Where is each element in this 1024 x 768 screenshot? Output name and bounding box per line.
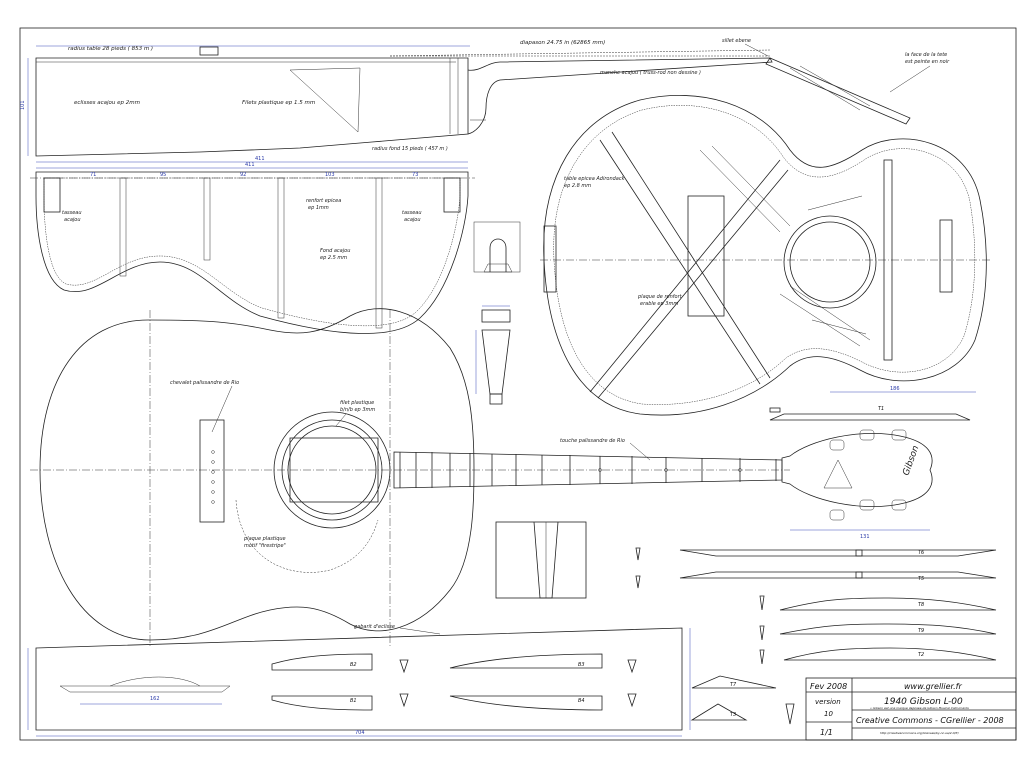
neck-heel-section: [495, 521, 587, 599]
label-tasseau-right-line2: acajou: [404, 217, 421, 223]
label-tasseau-line2: acajou: [64, 217, 81, 223]
label-touche: touche palissandre de Rio: [560, 438, 625, 444]
front-view: 131: [30, 308, 933, 646]
title-block-license-url: http://creativecommons.org/licenses/by-n…: [880, 731, 960, 735]
brace-t1: [769, 407, 971, 421]
label-tete-line1: la face de la tete: [905, 52, 947, 58]
svg-text:92: 92: [240, 172, 246, 178]
label-t7: T7: [730, 682, 737, 688]
svg-text:411: 411: [245, 162, 255, 168]
label-diapason: diapason 24.75 in (62865 mm): [520, 40, 605, 46]
title-block-website: www.grellier.fr: [904, 682, 962, 691]
svg-text:71: 71: [90, 172, 96, 178]
label-gabarit: gabarit d'eclisse: [354, 624, 395, 630]
label-chevalet: chevalet palissandre de Rio: [170, 380, 239, 386]
label-fond-line1: Fond acajou: [320, 248, 350, 254]
label-tasseau-right-line1: tasseau: [402, 210, 422, 216]
brace-t8: [759, 595, 997, 611]
label-filets: Filets plastique ep 1.5 mm: [242, 100, 315, 106]
label-renfort-line2: ep 1mm: [308, 205, 329, 211]
label-filet-plastique-line2: b/n/b ep 3mm: [340, 407, 375, 413]
label-filet-plastique-line1: filet plastique: [340, 400, 374, 406]
title-block-version-label: version: [815, 698, 841, 706]
label-t6: T6: [918, 550, 924, 556]
brace-t7: [691, 675, 777, 689]
svg-text:101: 101: [20, 100, 26, 110]
label-b3: B3: [578, 662, 585, 668]
brace-t2: [759, 647, 997, 665]
label-t9: T9: [918, 628, 924, 634]
title-block-license: Creative Commons - CGrellier - 2008: [856, 716, 1004, 725]
label-tete-line2: est peinte en noir: [905, 59, 950, 65]
brace-t3: [690, 703, 795, 725]
back-half-view: 411 71 95 92 103 73: [30, 162, 475, 334]
title-block-trademark: « Gibson est une marque deposee de Gibso…: [870, 706, 969, 710]
title-block-sheet: 1/1: [820, 728, 833, 737]
label-radius-fond: radius fond 15 pieds ( 457 m ): [372, 146, 448, 152]
label-table-line2: ep 2.8 mm: [564, 183, 591, 189]
headstock-logo: Gibson: [901, 444, 921, 477]
label-manche: manche acajou ( truss-rod non dessine ): [600, 70, 701, 76]
svg-text:162: 162: [150, 696, 160, 702]
title-block-version: 10: [824, 710, 833, 718]
side-template: 162 704: [27, 627, 691, 737]
label-b2: B2: [350, 662, 357, 668]
label-plaque-plastique-line2: motif "firestripe": [244, 543, 286, 549]
label-t8: T8: [918, 602, 924, 608]
svg-text:411: 411: [255, 156, 265, 162]
brace-b4: [449, 693, 637, 711]
label-t2: T2: [918, 652, 924, 658]
label-t3: T3: [730, 712, 736, 718]
label-b4: B4: [578, 698, 585, 704]
svg-text:131: 131: [860, 534, 870, 540]
brace-b2: [271, 653, 409, 674]
svg-text:95: 95: [160, 172, 166, 178]
label-renfort-line1: renfort epicea: [306, 198, 341, 204]
label-tasseau-line1: tasseau: [62, 210, 82, 216]
title-block: [805, 677, 1017, 741]
label-table-line1: table epicea Adirondack: [564, 176, 626, 182]
label-t1: T1: [878, 406, 884, 412]
top-bracing-view: 186: [540, 94, 992, 416]
brace-t9: [759, 623, 997, 641]
svg-text:704: 704: [355, 730, 365, 736]
label-plaque-renfort-line1: plaque de renfort: [637, 294, 683, 300]
svg-text:186: 186: [890, 386, 900, 392]
label-radius-table: radius table 28 pieds ( 853 m ): [68, 46, 153, 52]
sheet-border: [19, 27, 1017, 741]
label-sillet: sillet ebene: [722, 38, 751, 44]
label-plaque-renfort-line2: erable ep 3mm: [640, 301, 678, 307]
label-eclisses: eclisses acajou ep 2mm: [74, 100, 140, 106]
svg-text:73: 73: [412, 172, 418, 178]
label-plaque-plastique-line1: plaque plastique: [243, 536, 286, 542]
brace-b3: [449, 653, 637, 674]
label-fond-line2: ep 2.5 mm: [320, 255, 347, 261]
side-view: 101 411: [20, 45, 911, 163]
title-block-date: Fev 2008: [810, 682, 847, 691]
brace-b1: [271, 693, 409, 711]
title-block-title: 1940 Gibson L-00: [884, 697, 963, 707]
label-b1: B1: [350, 698, 357, 704]
svg-text:103: 103: [325, 172, 335, 178]
brace-t5: [635, 571, 997, 589]
label-t5: T5: [918, 576, 924, 582]
brace-t6: [635, 547, 997, 561]
brace-section-details: [473, 221, 521, 405]
